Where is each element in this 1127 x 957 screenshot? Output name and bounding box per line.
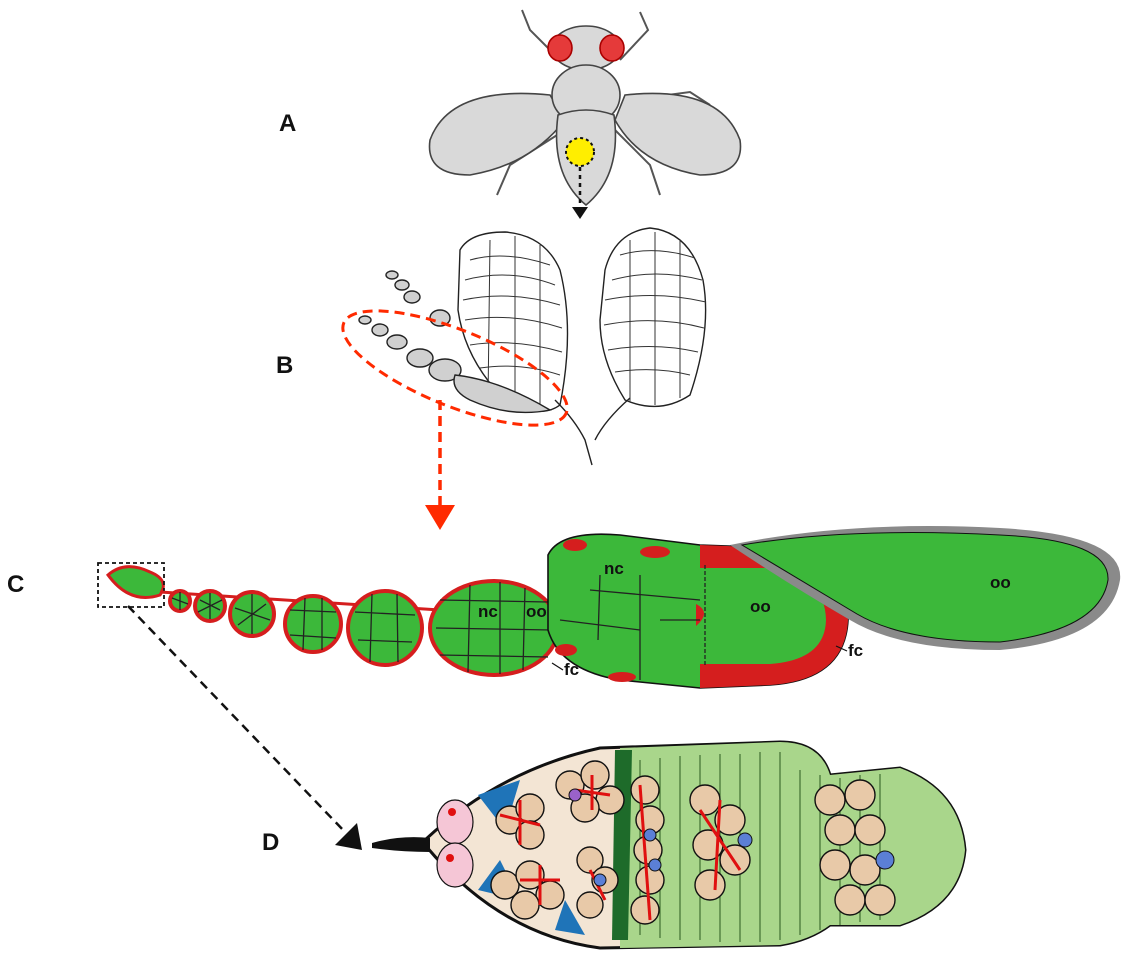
ovary-spot <box>566 138 594 166</box>
label-nc-2: nc <box>604 559 624 578</box>
left-wing <box>430 93 566 175</box>
germarium-icon <box>372 742 965 948</box>
label-oo-3: oo <box>990 573 1011 592</box>
right-eye <box>600 35 624 61</box>
label-fc-1: fc <box>564 660 579 679</box>
label-oo-1: oo <box>526 602 547 621</box>
right-wing <box>615 93 741 175</box>
label-nc-1: nc <box>478 602 498 621</box>
ovariole-icon <box>98 526 1120 688</box>
label-oo-2: oo <box>750 597 771 616</box>
label-fc-2: fc <box>848 641 863 660</box>
ovary-pair-icon <box>359 228 706 465</box>
fly-icon <box>430 10 741 205</box>
left-eye <box>548 35 572 61</box>
